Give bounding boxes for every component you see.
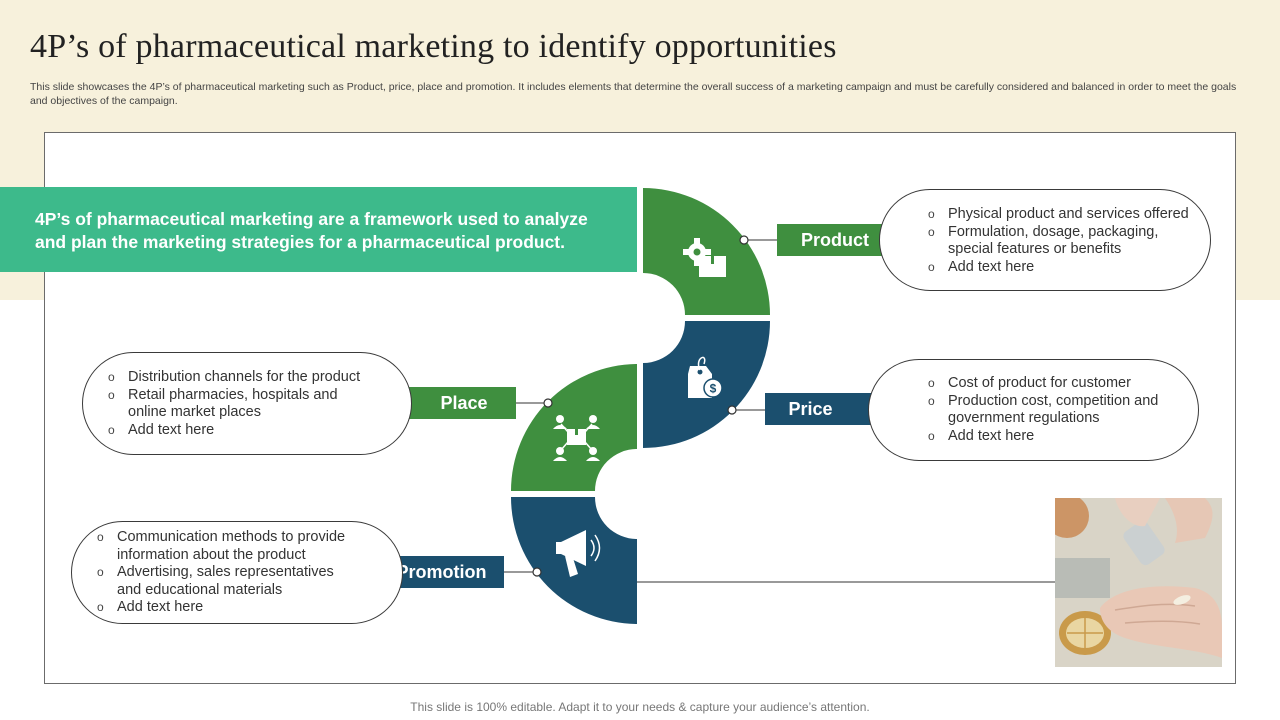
place-details-box: Distribution channels for the product Re…	[82, 352, 412, 455]
promotion-segment	[511, 497, 637, 624]
megaphone-icon	[556, 530, 601, 577]
price-item: Add text here	[928, 428, 1178, 446]
banner-line-1: 4P’s of pharmaceutical marketing are a f…	[35, 209, 588, 229]
price-details-box: Cost of product for customer Production …	[868, 359, 1199, 461]
product-item: Physical product and services offered	[928, 206, 1190, 224]
promotion-item: Add text here	[97, 599, 357, 617]
promotion-label: Promotion	[396, 561, 487, 582]
banner-line-2: and plan the marketing strategies for a …	[35, 232, 565, 252]
place-segment	[511, 364, 637, 491]
price-item: Cost of product for customer	[928, 375, 1178, 393]
promotion-item: Advertising, sales representatives and e…	[97, 564, 357, 599]
promotion-dot	[532, 567, 542, 577]
price-dot	[727, 405, 737, 415]
product-item: Formulation, dosage, packaging, special …	[928, 224, 1190, 259]
price-tag-icon: $	[688, 356, 723, 398]
gear-box-icon	[683, 238, 726, 277]
page-subtitle: This slide showcases the 4P’s of pharmac…	[30, 81, 1237, 107]
product-dot	[739, 235, 749, 245]
product-item: Add text here	[928, 259, 1190, 277]
product-label: Product	[800, 229, 869, 250]
place-item: Add text here	[108, 422, 371, 440]
place-item: Distribution channels for the product	[108, 369, 371, 387]
footer-note: This slide is 100% editable. Adapt it to…	[410, 700, 870, 714]
place-label: Place	[440, 392, 488, 413]
promotion-details-box: Communication methods to provide informa…	[71, 521, 403, 624]
promotion-item: Communication methods to provide informa…	[97, 529, 357, 564]
price-item: Production cost, competition and governm…	[928, 393, 1178, 428]
distribution-network-icon	[553, 415, 600, 461]
summary-banner: 4P’s of pharmaceutical marketing are a f…	[0, 187, 637, 272]
photo-illustration	[1055, 498, 1222, 667]
page-title: 4P’s of pharmaceutical marketing to iden…	[30, 28, 837, 65]
product-details-box: Physical product and services offered Fo…	[879, 189, 1211, 291]
place-item: Retail pharmacies, hospitals and online …	[108, 387, 371, 422]
pharmacy-photo	[1055, 498, 1222, 667]
place-dot	[543, 398, 553, 408]
svg-text:$: $	[710, 382, 717, 396]
price-label: Price	[788, 398, 833, 419]
